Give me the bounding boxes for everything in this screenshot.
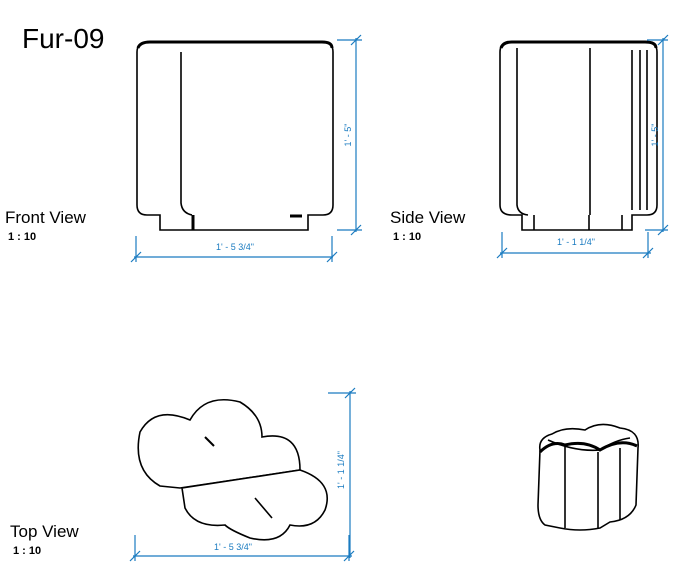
- top-depth-label: 1' - 1 1/4": [336, 451, 346, 489]
- top-view[interactable]: 1' - 5 3/4" 1' - 1 1/4" Top View 1 : 10: [10, 387, 356, 562]
- top-depth-dimension: 1' - 1 1/4": [328, 387, 356, 558]
- side-height-dimension: 1' - 5": [645, 34, 669, 236]
- side-width-label: 1' - 1 1/4": [557, 237, 595, 247]
- front-width-dimension: 1' - 5 3/4": [130, 236, 338, 263]
- front-height-label: 1' - 5": [343, 124, 353, 147]
- front-view-scale: 1 : 10: [8, 231, 36, 243]
- side-width-dimension: 1' - 1 1/4": [496, 232, 654, 259]
- side-height-label: 1' - 5": [650, 124, 660, 147]
- top-view-name: Top View: [10, 522, 79, 541]
- front-view-name: Front View: [5, 208, 87, 227]
- top-width-label: 1' - 5 3/4": [214, 542, 252, 552]
- front-view[interactable]: 1' - 5 3/4" 1' - 5" Front View 1 : 10: [5, 34, 362, 263]
- top-width-dimension: 1' - 5 3/4": [129, 535, 355, 562]
- side-view-name: Side View: [390, 208, 466, 227]
- sheet-title: Fur-09: [22, 23, 104, 54]
- side-view-scale: 1 : 10: [393, 231, 421, 243]
- top-view-scale: 1 : 10: [13, 545, 41, 557]
- isometric-3d-view[interactable]: [537, 423, 639, 531]
- front-width-label: 1' - 5 3/4": [216, 242, 254, 252]
- front-height-dimension: 1' - 5": [337, 34, 362, 236]
- side-view[interactable]: 1' - 1 1/4" 1' - 5" Side View 1 : 10: [390, 34, 669, 259]
